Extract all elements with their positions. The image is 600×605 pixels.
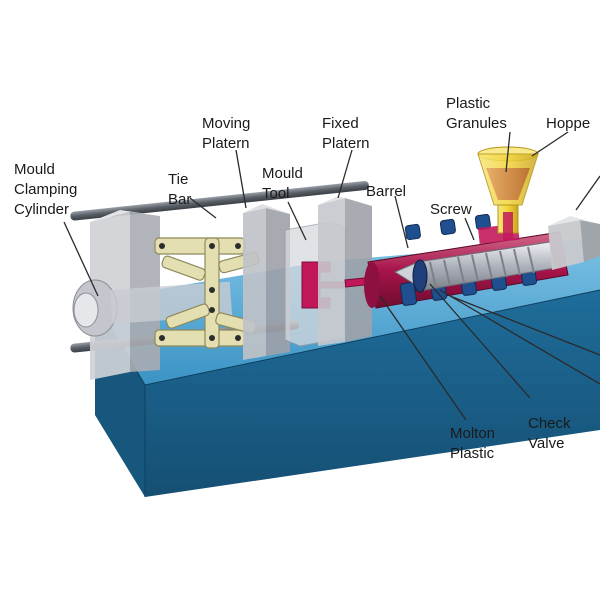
label-fixed-platern: Fixed Platern [322,115,370,152]
clamping-cylinder [72,210,233,380]
label-hopper: Hoppe [546,115,591,132]
label-barrel: Barrel [366,183,407,200]
leader-lines [63,131,600,421]
label-moving-platern: Moving Platern [202,115,251,152]
moving-platen [243,204,290,360]
label-mould-clamping-cylinder: Mould Clamping Cylinder [14,161,78,218]
hopper [477,146,539,240]
label-screw: Screw [430,201,472,218]
label-plastic-granules: Plastic Granules [446,95,507,132]
label-check-valve: Check Valve [528,415,571,452]
label-tie-bar: Tie Bar [168,171,192,208]
check-valve [412,259,428,293]
toggle-linkage [154,237,260,349]
fixed-platen [318,196,372,346]
label-mould-tool: Mould Tool [262,165,303,202]
label-molton-plastic: Molton Plastic [450,425,496,462]
